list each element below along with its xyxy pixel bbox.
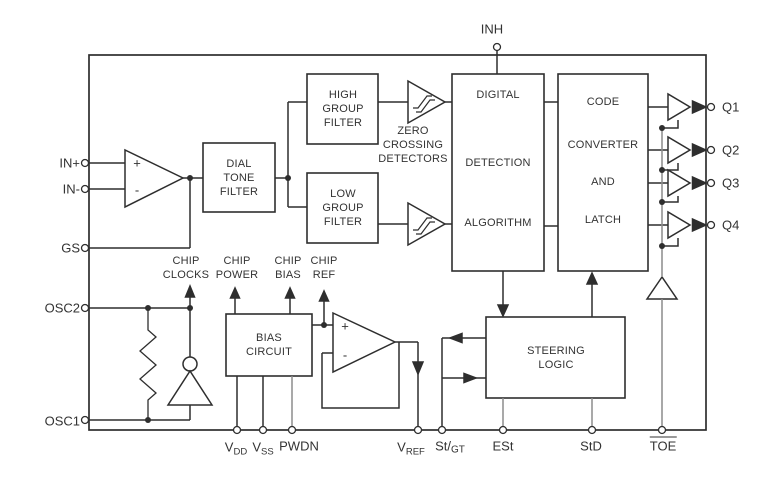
high-group-filter-label: HIGH GROUP FILTER	[322, 89, 364, 129]
std-terminal	[587, 425, 597, 435]
chip-clocks-label: CHIP CLOCKS	[162, 255, 210, 281]
steering-logic-box	[485, 316, 626, 399]
chip-clocks-arrowhead	[184, 284, 196, 298]
pin-label-vdd: VDD	[224, 439, 248, 458]
high-group-filter-box	[306, 73, 379, 145]
stgt-terminal	[437, 425, 447, 435]
gs-terminal	[80, 243, 90, 253]
vdd-terminal	[232, 425, 242, 435]
vref-opamp-minus-sign: -	[342, 347, 348, 363]
toe-buffer-symbol	[645, 275, 679, 300]
pin-label-q4: Q4	[722, 217, 740, 233]
pin-label-vss: VSS	[252, 439, 274, 458]
input-opamp-symbol	[124, 148, 185, 209]
steering-up-arrowhead	[585, 271, 599, 285]
in-plus-terminal	[80, 158, 90, 168]
bias-circuit-label: BIAS CIRCUIT	[245, 332, 293, 358]
chip-power-arrowhead	[229, 286, 241, 299]
code-converter-latch-box	[557, 73, 649, 272]
osc2-terminal	[80, 303, 90, 313]
and-label: AND	[591, 176, 615, 188]
zero-crossing-detector-top-symbol	[407, 79, 447, 125]
pin-label-q1: Q1	[722, 99, 740, 115]
pin-label-vref: VREF	[397, 439, 425, 458]
q3-terminal	[706, 178, 716, 188]
algorithm-label: ALGORITHM	[464, 217, 532, 229]
black-wires	[89, 50, 708, 430]
pin-label-osc1: OSC1	[44, 413, 80, 429]
detection-label: DETECTION	[465, 157, 531, 169]
zero-crossing-detectors-label: ZERO CROSSING DETECTORS	[378, 125, 448, 165]
chip-bias-label: CHIP BIAS	[274, 255, 302, 281]
steering-down-arrowhead	[496, 304, 510, 318]
q1-terminal	[706, 102, 716, 112]
low-group-filter-label: LOW GROUP FILTER	[322, 188, 364, 228]
q1-arrowhead	[691, 99, 708, 115]
pin-label-osc2: OSC2	[44, 300, 80, 316]
q4-buffer-symbol	[667, 210, 692, 240]
low-group-filter-box	[306, 172, 379, 244]
bias-circuit-box	[225, 313, 313, 377]
q2-arrowhead	[691, 142, 708, 158]
digital-label: DIGITAL	[476, 89, 520, 101]
pin-label-stgt: St/GT	[435, 438, 465, 456]
q2-buffer-symbol	[667, 135, 692, 165]
q1-buffer-symbol	[667, 92, 692, 122]
chip-ref-arrowhead	[318, 289, 330, 302]
digital-detection-algorithm-box	[451, 73, 545, 272]
converter-label: CONVERTER	[567, 139, 639, 151]
pin-label-q2: Q2	[722, 142, 740, 158]
pin-label-gs: GS	[61, 240, 80, 256]
vref-arrowhead	[411, 361, 425, 376]
chip-bias-arrowhead	[284, 286, 296, 299]
stgt-in-arrowhead	[463, 372, 479, 384]
pin-label-q3: Q3	[722, 175, 740, 191]
zero-crossing-detector-bottom-symbol	[407, 201, 447, 247]
toe-terminal	[657, 425, 667, 435]
resistor-symbol	[139, 308, 157, 420]
pin-label-inh: INH	[480, 21, 504, 37]
dial-tone-filter-label: DIAL TONE FILTER	[219, 158, 259, 198]
pwdn-terminal	[287, 425, 297, 435]
junction-dots	[145, 125, 665, 423]
vref-terminal	[413, 425, 423, 435]
pin-label-est: ESt	[492, 438, 514, 454]
chip-ref-label: CHIP REF	[310, 255, 338, 281]
pin-terminals	[80, 42, 716, 435]
latch-label: LATCH	[584, 214, 622, 226]
q4-arrowhead	[691, 217, 708, 233]
vref-opamp-plus-sign: +	[341, 318, 349, 334]
chip-outline	[88, 54, 707, 431]
pin-label-std: StD	[580, 438, 602, 454]
q3-arrowhead	[691, 175, 708, 191]
vref-opamp-symbol	[332, 311, 397, 374]
stgt-out-arrowhead	[447, 332, 463, 344]
inverter-bubble	[182, 356, 198, 372]
vss-terminal	[258, 425, 268, 435]
code-label: CODE	[586, 96, 620, 108]
est-terminal	[498, 425, 508, 435]
in-minus-terminal	[80, 184, 90, 194]
hysteresis-glyph-top	[413, 95, 432, 109]
steering-logic-label: STEERING LOGIC	[527, 345, 585, 371]
pin-label-pwdn: PWDN	[279, 438, 319, 454]
pin-label-toe: TOE	[649, 436, 677, 454]
q4-terminal	[706, 220, 716, 230]
opamp-plus-sign: +	[133, 155, 141, 171]
vref-feedback-loop	[321, 342, 400, 409]
osc1-terminal	[80, 415, 90, 425]
q2-terminal	[706, 145, 716, 155]
pin-label-in-plus: IN+	[59, 155, 80, 171]
q3-buffer-symbol	[667, 168, 692, 198]
inverter-symbol	[166, 369, 214, 406]
hysteresis-glyph-bottom	[413, 217, 432, 231]
pin-label-in-minus: IN-	[62, 181, 80, 197]
chip-power-label: CHIP POWER	[215, 255, 259, 281]
inh-terminal	[492, 42, 502, 52]
opamp-minus-sign: -	[134, 182, 140, 198]
